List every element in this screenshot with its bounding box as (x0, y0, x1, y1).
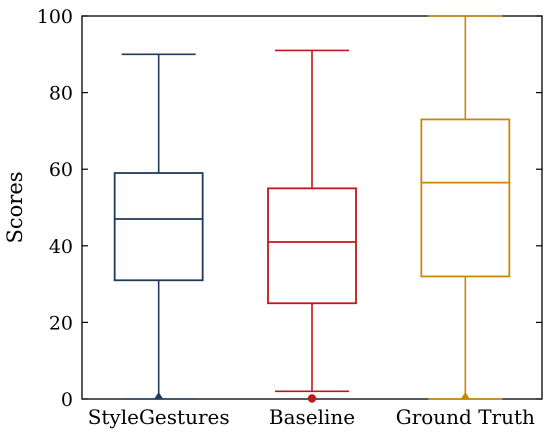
x-category-label: StyleGestures (88, 405, 230, 429)
boxes (113, 15, 511, 403)
outlier-point (460, 392, 470, 399)
y-tick-label: 60 (49, 159, 73, 181)
outlier-point (154, 392, 164, 399)
iqr-box (267, 187, 357, 305)
box-stylegestures (113, 53, 204, 400)
y-tick-label: 0 (61, 389, 73, 411)
y-tick-label: 20 (49, 312, 73, 334)
x-axis: StyleGestures Baseline Ground Truth (88, 405, 535, 429)
y-tick-label: 100 (37, 6, 73, 28)
y-axis: 0 20 40 60 80 100 (37, 6, 542, 411)
y-tick-label: 40 (49, 236, 73, 258)
y-axis-label: Scores (3, 171, 27, 243)
iqr-box (420, 118, 511, 278)
outlier-point (307, 394, 317, 403)
x-category-label: Ground Truth (396, 405, 535, 429)
box-baseline (267, 49, 357, 403)
x-category-label: Baseline (269, 405, 355, 429)
y-tick-label: 80 (49, 83, 73, 105)
box-ground-truth (420, 15, 511, 400)
iqr-box (113, 172, 204, 282)
